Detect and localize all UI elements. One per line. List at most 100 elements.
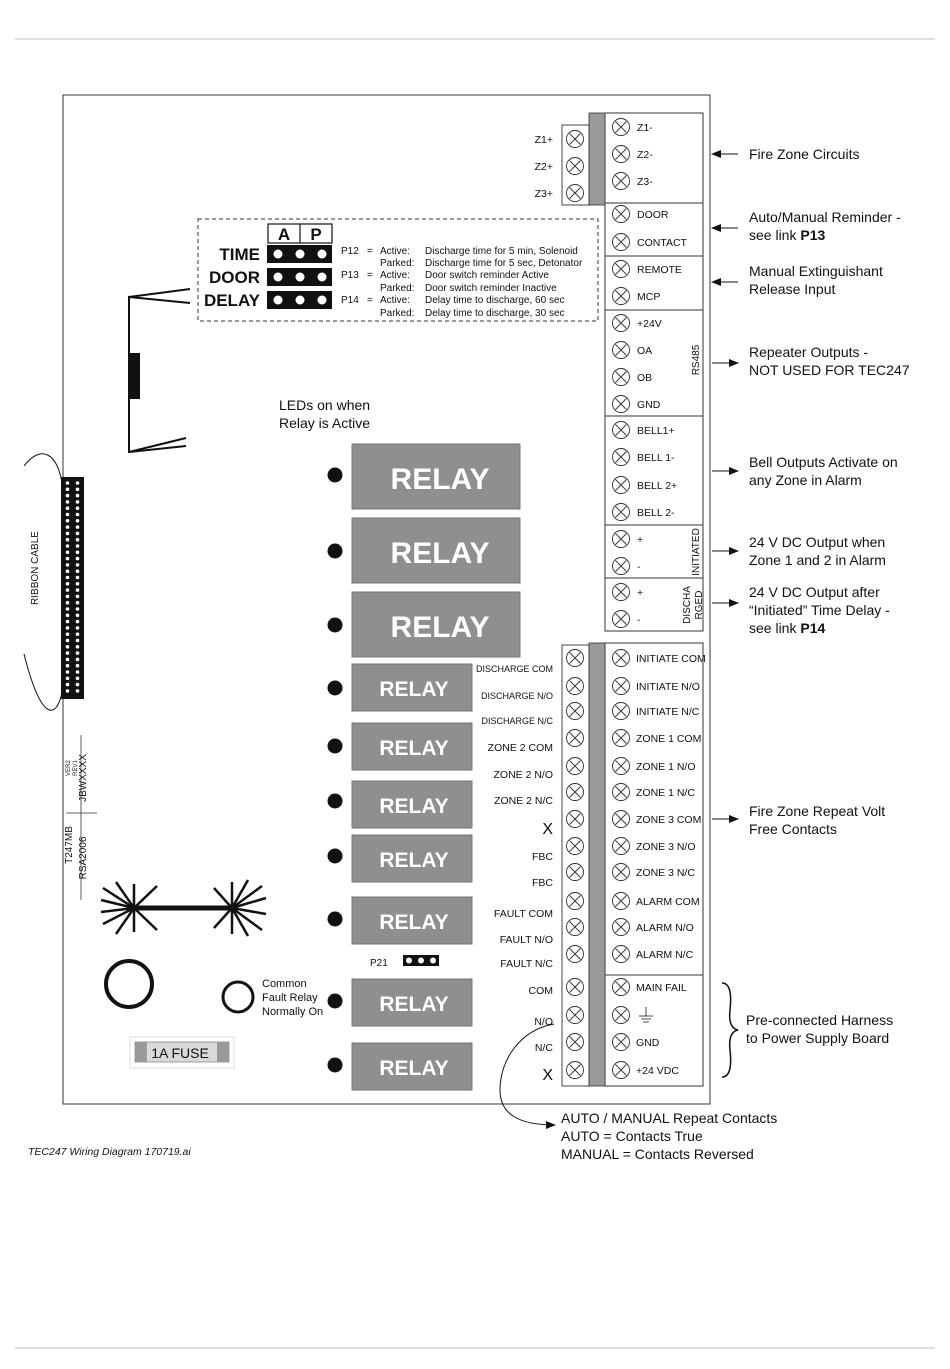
p21-header: [403, 955, 439, 966]
terminal-screw: [612, 341, 630, 359]
link-row-delay: DELAY: [204, 291, 261, 310]
terminal-screw: [566, 783, 584, 801]
terminal-screw: [612, 918, 630, 936]
contact-label: FAULT N/O: [500, 934, 553, 946]
board-id-rev: REV1: [73, 760, 79, 776]
relay-led: [327, 911, 343, 927]
terminal-label: BELL1+: [637, 425, 675, 437]
relay-label: RELAY: [391, 463, 490, 496]
terminal-screw: [566, 1061, 584, 1079]
ann-initiated-1: 24 V DC Output when: [749, 534, 885, 550]
fault-led-circle: [221, 980, 255, 1014]
board-id-block: T247MB RSA2006 JBWXXXX VER2 REV1: [64, 735, 97, 900]
board-id-t247mb: T247MB: [64, 826, 75, 864]
relay: RELAY: [327, 896, 473, 945]
link-row-time: TIME: [219, 245, 260, 264]
link-p12-parked: Discharge time for 5 sec, Detonator: [425, 258, 583, 269]
relay-label: RELAY: [379, 849, 448, 872]
terminal-screw: [612, 1033, 630, 1051]
terminal-label: INITIATE COM: [636, 653, 706, 665]
terminal-label: Z1-: [637, 122, 653, 134]
relay: RELAY: [327, 663, 473, 712]
mounting-bracket: [128, 288, 191, 454]
relay-column: RELAYRELAYRELAYRELAYRELAYRELAYRELAYRELAY…: [327, 443, 521, 1091]
link-p12-active: Discharge time for 5 min, Solenoid: [425, 246, 578, 257]
ann-bell-1: Bell Outputs Activate on: [749, 454, 898, 470]
relay: RELAY: [327, 978, 473, 1027]
terminal-screw: [566, 677, 584, 695]
link-p14: P14: [341, 295, 359, 306]
ann-repeater-1: Repeater Outputs -: [749, 344, 868, 360]
terminal-label: Z3-: [637, 176, 653, 188]
relay: RELAY: [327, 722, 473, 771]
ann-auto-2: AUTO = Contacts True: [561, 1128, 703, 1144]
relay-led: [327, 680, 343, 696]
terminal-screw: [612, 702, 630, 720]
contact-label: FAULT COM: [494, 908, 553, 920]
ann-reminder-link: P13: [800, 227, 825, 243]
fault-note-line-3: Normally On: [262, 1006, 323, 1018]
fault-note-line-1: Common: [262, 978, 307, 990]
zone-input-label: Z3+: [535, 188, 553, 200]
terminal-screw: [566, 757, 584, 775]
contact-label: DISCHARGE COM: [476, 664, 553, 674]
terminal-screw: [612, 260, 630, 278]
link-p13-parked: Door switch reminder Inactive: [425, 283, 557, 294]
board-id-rsa2006: RSA2006: [78, 836, 89, 879]
terminal-label: +24V: [637, 318, 662, 330]
contact-label: X: [542, 821, 553, 838]
terminal-screw: [612, 233, 630, 251]
leds-note-line-2: Relay is Active: [279, 415, 370, 431]
terminal-screw: [566, 837, 584, 855]
relay-led: [327, 1057, 343, 1073]
terminal-screw: [612, 892, 630, 910]
zone-input-screw: [566, 184, 584, 202]
ann-reminder-1: Auto/Manual Reminder -: [749, 209, 901, 225]
p21-label: P21: [370, 958, 388, 969]
relay: RELAY: [327, 780, 473, 829]
ann-reminder-2: see link P13: [749, 227, 825, 243]
ann-harness-2: to Power Supply Board: [746, 1030, 889, 1046]
ribbon-cable-connector: RIBBON CABLE: [23, 453, 84, 711]
contact-label: ZONE 2 N/O: [493, 769, 553, 781]
relay-label: RELAY: [379, 795, 448, 818]
ann-release-1: Manual Extinguishant: [749, 263, 883, 279]
link-p14-active: Delay time to discharge, 60 sec: [425, 295, 565, 306]
relay-led: [327, 738, 343, 754]
terminal-label: CONTACT: [637, 237, 688, 249]
ann-repeat-1: Fire Zone Repeat Volt: [749, 803, 885, 819]
relay: RELAY: [327, 443, 521, 510]
ann-auto-1: AUTO / MANUAL Repeat Contacts: [561, 1110, 777, 1126]
ann-release-2: Release Input: [749, 281, 836, 297]
ribbon-cable-label: RIBBON CABLE: [30, 531, 41, 605]
leds-note-line-1: LEDs on when: [279, 397, 370, 413]
fuse: 1A FUSE: [129, 1036, 235, 1069]
link-p13-active-label: Active:: [380, 270, 410, 281]
contact-label: DISCHARGE N/O: [481, 691, 553, 701]
annotation-arrows: [499, 150, 739, 1129]
terminal-label: -: [637, 561, 641, 573]
terminal-screw: [566, 1006, 584, 1024]
zone-input-screw: [566, 157, 584, 175]
terminal-screw: [566, 702, 584, 720]
ann-discharged-2: “Initiated” Time Delay -: [749, 602, 890, 618]
terminal-screw: [612, 757, 630, 775]
link-p14-parked-label: Parked:: [380, 308, 414, 319]
zone-input-block: Z1+Z2+Z3+: [535, 124, 590, 206]
link-eq-2: =: [367, 270, 373, 281]
contact-label: X: [542, 1067, 553, 1084]
terminal-label: ALARM COM: [636, 896, 700, 908]
initiated-group-label: INITIATED: [691, 528, 702, 576]
terminal-screw: [612, 287, 630, 305]
zone-input-label: Z1+: [535, 134, 553, 146]
ann-fire-zone: Fire Zone Circuits: [749, 146, 859, 162]
terminal-label: GND: [637, 399, 661, 411]
ann-bell-2: any Zone in Alarm: [749, 472, 862, 488]
ann-repeat-2: Free Contacts: [749, 821, 837, 837]
terminal-label: ZONE 3 N/C: [636, 867, 695, 879]
terminal-label: ZONE 1 N/O: [636, 761, 696, 773]
terminal-label: GND: [636, 1037, 660, 1049]
